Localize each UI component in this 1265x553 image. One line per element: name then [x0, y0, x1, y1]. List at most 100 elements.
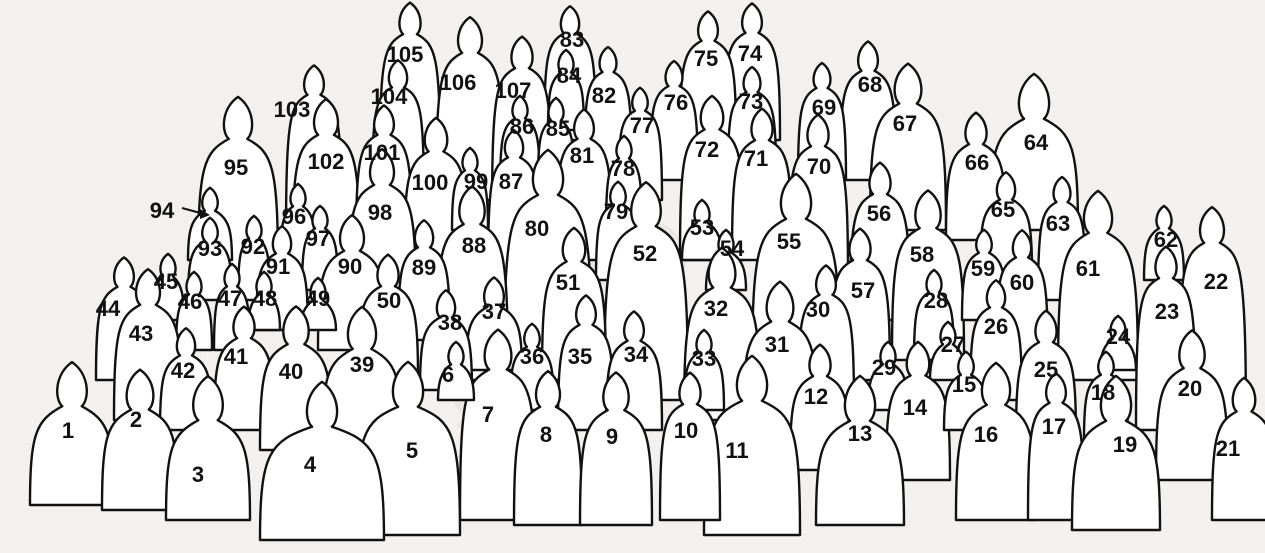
figure-label-88: 88 [462, 233, 486, 258]
figure-label-65: 65 [991, 197, 1015, 222]
figure-label-75: 75 [694, 46, 718, 71]
figure-label-76: 76 [664, 90, 688, 115]
figure-label-82: 82 [592, 83, 616, 108]
figure-label-47: 47 [218, 286, 242, 311]
figure-label-42: 42 [171, 358, 195, 383]
figure-label-39: 39 [350, 352, 374, 377]
figure-label-95: 95 [224, 155, 248, 180]
figure-label-58: 58 [910, 242, 934, 267]
figure-label-81: 81 [570, 143, 594, 168]
figure-label-6: 6 [442, 362, 454, 387]
figure-label-59: 59 [971, 256, 995, 281]
figure-label-49: 49 [306, 286, 330, 311]
figure-label-44: 44 [96, 296, 121, 321]
figure-label-79: 79 [604, 199, 628, 224]
figure-label-72: 72 [695, 137, 719, 162]
figure-label-56: 56 [867, 201, 891, 226]
figure-label-57: 57 [851, 278, 875, 303]
figure-label-101: 101 [364, 140, 401, 165]
figure-label-106: 106 [440, 70, 477, 95]
figure-label-55: 55 [777, 229, 801, 254]
figure-label-52: 52 [633, 241, 657, 266]
figure-label-7: 7 [482, 402, 494, 427]
figure-label-73: 73 [739, 89, 763, 114]
figure-label-15: 15 [952, 372, 976, 397]
figure-label-25: 25 [1034, 357, 1058, 382]
figure-label-5: 5 [406, 438, 418, 463]
figure-label-104: 104 [371, 84, 408, 109]
figure-label-51: 51 [556, 270, 580, 295]
figure-label-34: 34 [624, 342, 649, 367]
figure-label-9: 9 [606, 424, 618, 449]
figure-label-93: 93 [198, 236, 222, 261]
figure-label-70: 70 [807, 154, 831, 179]
figure-label-97: 97 [306, 226, 330, 251]
figure-label-1: 1 [62, 418, 74, 443]
figure-label-103: 103 [274, 97, 311, 122]
figure-label-74: 74 [738, 41, 763, 66]
figure-label-102: 102 [308, 149, 345, 174]
figure-label-92: 92 [241, 234, 265, 259]
figure-label-26: 26 [984, 314, 1008, 339]
figure-label-50: 50 [377, 288, 401, 313]
figure-label-31: 31 [765, 332, 789, 357]
figure-label-35: 35 [568, 344, 592, 369]
figure-label-87: 87 [499, 169, 523, 194]
figure-label-32: 32 [704, 296, 728, 321]
figure-label-8: 8 [540, 422, 552, 447]
figure-label-21: 21 [1216, 436, 1240, 461]
figure-label-60: 60 [1010, 270, 1034, 295]
figure-label-90: 90 [338, 254, 362, 279]
figure-label-3: 3 [192, 462, 204, 487]
figure-label-13: 13 [848, 421, 872, 446]
figure-label-43: 43 [129, 321, 153, 346]
figure-label-20: 20 [1178, 376, 1202, 401]
figure-label-80: 80 [525, 216, 549, 241]
figure-label-54: 54 [720, 236, 745, 261]
figure-label-19: 19 [1113, 432, 1137, 457]
figure-label-4: 4 [304, 452, 317, 477]
figure-label-89: 89 [412, 255, 436, 280]
figure-label-91: 91 [266, 254, 290, 279]
figure-label-77: 77 [630, 113, 654, 138]
figure-label-78: 78 [611, 156, 635, 181]
figure-label-17: 17 [1042, 414, 1066, 439]
figure-label-71: 71 [744, 146, 768, 171]
figure-label-85: 85 [546, 116, 570, 141]
figure-label-11: 11 [725, 438, 748, 463]
figure-label-62: 62 [1154, 227, 1178, 252]
figure-label-38: 38 [438, 310, 462, 335]
figure-label-69: 69 [812, 95, 836, 120]
figure-label-18: 18 [1091, 380, 1115, 405]
figure-label-33: 33 [692, 346, 716, 371]
figure-label-28: 28 [924, 288, 948, 313]
figure-label-23: 23 [1155, 299, 1179, 324]
figure-label-105: 105 [387, 42, 424, 67]
figure-label-36: 36 [520, 344, 544, 369]
figure-label-83: 83 [560, 27, 584, 52]
figure-label-100: 100 [412, 170, 449, 195]
figure-label-41: 41 [224, 344, 248, 369]
figure-label-40: 40 [279, 359, 303, 384]
figure-label-64: 64 [1024, 130, 1049, 155]
figure-label-96: 96 [282, 204, 306, 229]
figure-label-37: 37 [482, 299, 506, 324]
figure-label-22: 22 [1204, 269, 1228, 294]
figure-label-14: 14 [903, 395, 928, 420]
figure-label-16: 16 [974, 422, 998, 447]
figure-label-107: 107 [495, 78, 532, 103]
figure-label-2: 2 [130, 407, 142, 432]
figure-label-45: 45 [154, 269, 178, 294]
figure-label-24: 24 [1106, 324, 1131, 349]
figure-label-27: 27 [941, 332, 965, 357]
figure-label-94: 94 [150, 198, 175, 223]
figure-label-63: 63 [1046, 211, 1070, 236]
figure-label-29: 29 [872, 355, 896, 380]
figure-label-10: 10 [674, 418, 698, 443]
figure-label-61: 61 [1076, 256, 1100, 281]
figure-label-46: 46 [178, 289, 202, 314]
figure-label-86: 86 [510, 114, 534, 139]
figure-label-84: 84 [557, 63, 582, 88]
